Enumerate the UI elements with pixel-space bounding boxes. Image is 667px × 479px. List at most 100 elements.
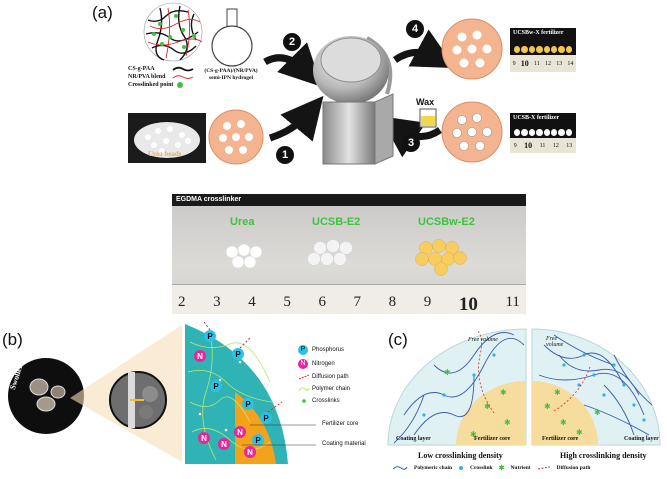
caption-low-crosslinking: Low crosslinking density (418, 451, 503, 460)
legend-crosslink: Crosslink (470, 465, 493, 471)
pan-disk-bottom-right (441, 101, 503, 163)
crosslink-density-diagram: ✱✱✱✱✱ ✱✱✱✱✱ (387, 328, 661, 446)
ruler-tick: 12 (544, 60, 551, 67)
p-letter: P (207, 332, 213, 341)
n-letter: N (197, 352, 203, 361)
red-chain-icon (172, 75, 194, 79)
ruler-tick: 10 (458, 294, 478, 314)
free-volume-right: Free volume (546, 336, 564, 348)
photo-ruler: 2 3 4 5 6 7 8 9 10 11 (172, 284, 526, 314)
panel-a-legend: CS-g-PAA NR/PVA blend Crosslinked point (128, 65, 203, 89)
crosslinker-label: EGDMA crosslinker (176, 196, 242, 203)
process-arrows (263, 29, 450, 158)
legend-polymer-chain: Polymer chain (312, 386, 351, 392)
ruler-tick: 10 (524, 141, 533, 150)
hydrogel-wedge-schematic: P P P P P P N N N N N (185, 322, 288, 464)
diffusion-arrow-icon (298, 374, 310, 380)
pan-disk-top-right (441, 18, 503, 80)
step-1-badge: 1 (276, 146, 294, 164)
ruler-tick: 11 (505, 294, 520, 310)
legend-fertilizer-core: Fertilizer core (322, 421, 359, 427)
coating-layer-left: Coating layer (396, 436, 431, 442)
legend-crosslinks: Crosslinks (312, 398, 340, 404)
flask-caption-line2: semi-IPN hydrogel (208, 74, 254, 81)
crosslink-dot-icon (302, 399, 306, 403)
p-letter: P (255, 436, 261, 445)
p-letter: P (245, 400, 251, 409)
legend-polymeric-chain: Polymeric chain (414, 465, 453, 471)
svg-text:✱: ✱ (484, 402, 491, 411)
crosslink-icon (459, 466, 464, 470)
free-volume-left: Free volume (468, 337, 498, 343)
sample-photo: EGDMA crosslinker Urea UCSB-E2 UCSBw-E2 … (172, 194, 526, 314)
ruler-tick: 6 (318, 294, 326, 310)
svg-text:✱: ✱ (500, 388, 507, 397)
svg-text:✱: ✱ (560, 418, 567, 427)
panel-c-letter: (c) (388, 330, 408, 349)
ruler-tick: 5 (283, 294, 291, 310)
p-letter: P (213, 382, 219, 391)
svg-text:✱: ✱ (544, 402, 551, 411)
hydrogel-network-icon (143, 2, 203, 62)
wax-beaker-icon (419, 108, 437, 128)
legend-crosslinked-point: Crosslinked point (128, 82, 174, 88)
svg-text:✱: ✱ (554, 388, 561, 397)
ruler-tick: 8 (388, 294, 397, 310)
ruler-tick: 3 (213, 294, 221, 310)
pointer-lines (242, 424, 316, 446)
coated-map-circle (8, 358, 84, 434)
urea-beads-label: Urea beads (148, 150, 182, 158)
step-4-badge: 4 (406, 20, 424, 38)
fertilizer-core-left: Fertilizer core (474, 436, 511, 442)
legend-diffusion-path: Diffusion path (312, 374, 349, 380)
legend-phosphorus: Phosphorus (312, 347, 345, 353)
svg-text:✱: ✱ (504, 418, 511, 427)
ruler-tick: 11 (534, 60, 540, 67)
svg-text:✱: ✱ (576, 428, 583, 437)
flask-icon (211, 8, 253, 67)
legend-cs-g-paa: CS-g-PAA (128, 66, 155, 72)
caption-high-crosslinking: High crosslinking density (560, 451, 647, 460)
step-2-badge: 2 (283, 33, 301, 51)
panel-a-letter: (a) (92, 3, 113, 22)
ruler-tick: 9 (512, 60, 516, 67)
nitrogen-icon: N (298, 359, 308, 369)
step-3-badge: 3 (402, 134, 420, 152)
ruler-tick: 10 (520, 59, 529, 68)
p-letter: P (263, 414, 269, 423)
sample-ucsbw-e2-label: UCSBw-E2 (418, 216, 475, 228)
urea-beads-photo: Urea beads (128, 113, 206, 163)
ruler-tick: 13 (556, 60, 563, 67)
panel-c-legend: Polymeric chain Crosslink ✱ Nutrient Dif… (392, 464, 662, 472)
svg-text:✱: ✱ (594, 408, 601, 417)
sample-ucsb-e2-label: UCSB-E2 (312, 216, 361, 228)
legend-nitrogen: Nitrogen (312, 361, 335, 367)
ruler-tick: 9 (513, 142, 517, 149)
n-letter: N (237, 428, 243, 437)
ruler-tick: 9 (423, 294, 432, 310)
ruler-tick: 7 (353, 294, 362, 310)
ruler-tick: 4 (248, 294, 256, 310)
legend-nr-pva: NR/PVA blend (128, 74, 166, 80)
coating-layer-right: Coating layer (624, 436, 659, 442)
sample-urea-label: Urea (230, 216, 255, 228)
panel-b-legend: P Phosphorus N Nitrogen Diffusion path Pol… (298, 343, 370, 407)
panel-b-letter: (b) (2, 330, 23, 349)
green-dot-icon (177, 82, 183, 88)
wax-label: Wax (416, 97, 435, 107)
black-chain-icon (172, 66, 194, 72)
diffusion-path-icon (537, 466, 550, 470)
ruler-tick: 2 (178, 294, 186, 310)
nutrient-icon: ✱ (498, 464, 505, 472)
coating-pan-machine-icon (313, 36, 394, 165)
flask-caption-line1: (CS-g-PAA)/(NR/PVA) (204, 68, 258, 74)
phosphorus-icon: P (298, 345, 308, 355)
svg-text:✱: ✱ (444, 368, 451, 377)
legend-coating-material: Coating material (322, 441, 366, 447)
ruler-tick: 12 (552, 142, 559, 149)
pan-disk-left (208, 109, 264, 165)
svg-text:✱: ✱ (470, 430, 477, 439)
